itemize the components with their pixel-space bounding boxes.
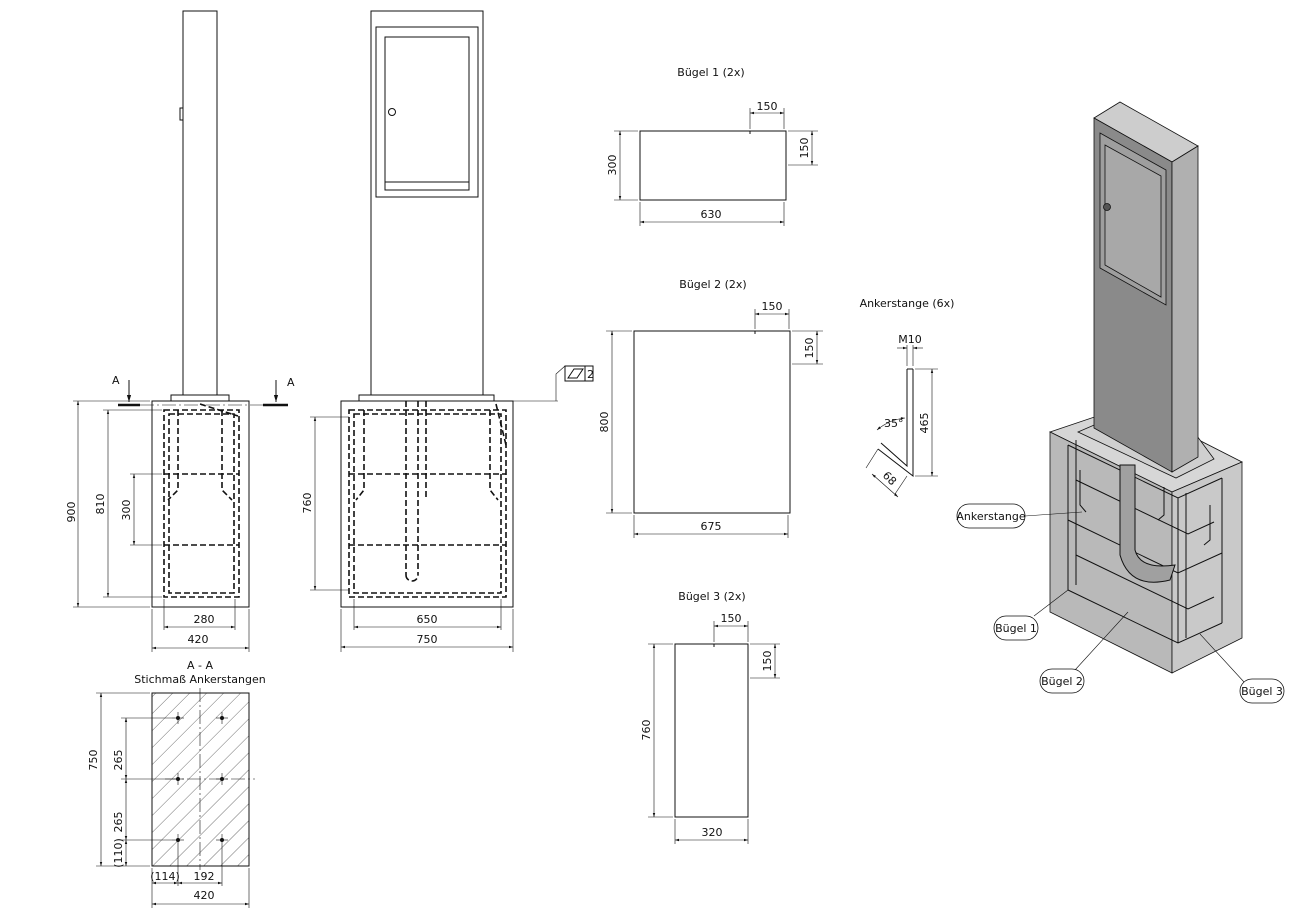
dim-420-side: 420 [188, 633, 209, 646]
side-pillar-view: A A 900 810 300 280 420 [65, 10, 295, 652]
dim-300: 300 [120, 500, 133, 521]
anchor-points [172, 712, 228, 846]
iso-view: Ankerstange Bügel 1 Bügel 2 Bügel 3 [956, 101, 1285, 704]
buegel2-part: Bügel 2 (2x) 150 150 800 675 [598, 278, 823, 538]
buegel2-dim-675: 675 [701, 520, 722, 533]
dim-265-a: 265 [112, 750, 125, 771]
dim-280: 280 [194, 613, 215, 626]
callout-ankerstange-label: Ankerstange [956, 510, 1026, 523]
dim-750-front: 750 [417, 633, 438, 646]
pillar-door-inner [384, 36, 470, 191]
ankerstange-thread: M10 [898, 333, 922, 346]
buegel3-dim-150-h: 150 [721, 612, 742, 625]
section-title: A - A [187, 659, 213, 672]
iso-foundation-side [1171, 461, 1243, 674]
callout-ankerstange: Ankerstange [956, 503, 1083, 529]
ankerstange-title: Ankerstange (6x) [860, 297, 955, 310]
buegel3-title: Bügel 3 (2x) [678, 590, 745, 603]
callout-buegel3-label: Bügel 3 [1241, 685, 1283, 698]
flatness-symbol: 2 [513, 365, 594, 402]
callout-buegel2: Bügel 2 [1039, 611, 1129, 694]
callout-buegel1: Bügel 1 [993, 589, 1069, 641]
dim-114: (114) [150, 870, 180, 883]
front-pillar-view: 2 760 650 750 [301, 10, 594, 652]
buegel1-dim-150-h: 150 [757, 100, 778, 113]
pillar-door-outer [375, 26, 479, 198]
section-aa: A - A Stichmaß Ankerstangen 750 265 265 [87, 659, 266, 908]
buegel3-dim-320: 320 [702, 826, 723, 839]
section-hatched-area [151, 692, 250, 867]
hidden-cage-side [163, 403, 240, 598]
buegel2-dim-150-v: 150 [803, 338, 816, 359]
pillar-side-body [182, 10, 218, 396]
iso-pillar-side [1171, 145, 1199, 473]
buegel3-part: Bügel 3 (2x) 150 150 760 320 [640, 590, 780, 844]
buegel2-title: Bügel 2 (2x) [679, 278, 746, 291]
buegel1-dim-150-v: 150 [798, 138, 811, 159]
buegel3-dim-760: 760 [640, 720, 653, 741]
section-marker-right: A [287, 376, 295, 389]
dim-192: 192 [194, 870, 215, 883]
buegel1-dim-300: 300 [606, 155, 619, 176]
buegel3-dim-150-v: 150 [761, 651, 774, 672]
section-subtitle: Stichmaß Ankerstangen [134, 673, 266, 686]
foundation-side [151, 400, 250, 608]
buegel1-dim-630: 630 [701, 208, 722, 221]
dim-760-front: 760 [301, 493, 314, 514]
buegel2-dim-150-h: 150 [762, 300, 783, 313]
dim-110: (110) [112, 838, 125, 868]
pillar-side-handle [179, 107, 184, 121]
door-lock-icon [388, 108, 396, 116]
ankerstange-angle: 35° [884, 417, 904, 430]
hidden-cage-front [348, 401, 507, 598]
iso-door-lock-icon [1103, 203, 1111, 211]
section-marker-left: A [112, 374, 120, 387]
pillar-front-plate [358, 394, 495, 402]
dim-265-b: 265 [112, 812, 125, 833]
iso-cage [1067, 440, 1223, 644]
dim-750-section: 750 [87, 750, 100, 771]
pillar-side-plate [170, 394, 230, 402]
callout-buegel3: Bügel 3 [1199, 633, 1285, 704]
ankerstange-dim-465: 465 [918, 413, 931, 434]
dim-650: 650 [417, 613, 438, 626]
dim-900: 900 [65, 502, 78, 523]
callout-buegel2-label: Bügel 2 [1041, 675, 1083, 688]
buegel1-title: Bügel 1 (2x) [677, 66, 744, 79]
dim-420-section: 420 [194, 889, 215, 902]
ankerstange-part: Ankerstange (6x) M10 465 35° 68 [860, 297, 955, 498]
callout-buegel1-label: Bügel 1 [995, 622, 1037, 635]
buegel2-dim-800: 800 [598, 412, 611, 433]
ankerstange-dim-68: 68 [880, 469, 899, 488]
buegel1-part: Bügel 1 (2x) 150 150 300 630 [606, 66, 818, 226]
dim-810: 810 [94, 494, 107, 515]
pillar-front-body [370, 10, 484, 396]
foundation-front [340, 400, 514, 608]
flatness-value: 2 [587, 368, 594, 381]
